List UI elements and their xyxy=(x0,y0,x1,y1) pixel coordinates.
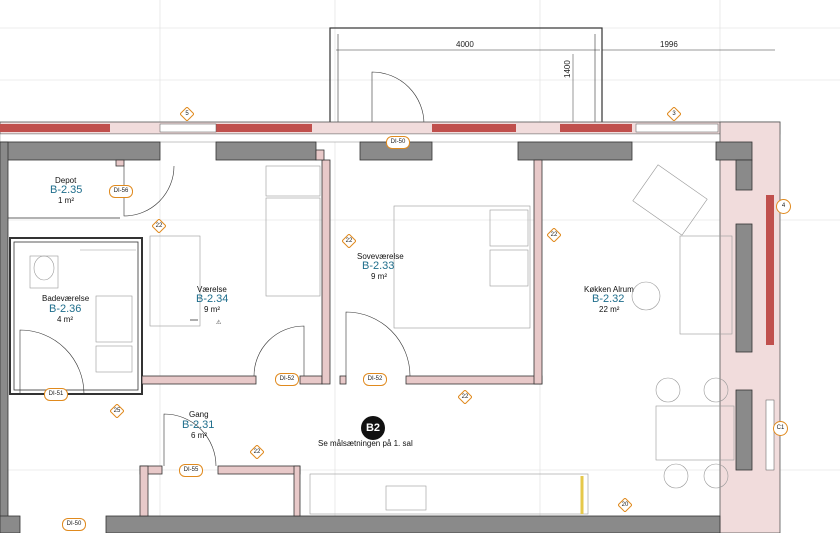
hex-tag: 22 xyxy=(458,390,472,404)
room-area-bedroom: 9 m² xyxy=(371,272,387,281)
circle-tag: C1 xyxy=(773,421,788,436)
door-swings xyxy=(19,165,411,467)
room-code-kitchen: B-2.32 xyxy=(592,293,625,305)
dimension-width-side: 1996 xyxy=(660,40,678,49)
door-tag: DI-52 xyxy=(363,373,387,386)
room-code-bedroom-small: B-2.34 xyxy=(196,293,229,305)
room-code-depot: B-2.35 xyxy=(50,184,83,196)
furniture xyxy=(29,164,735,515)
room-name-hallway: Gang xyxy=(189,410,209,419)
door-tag: DI-50 xyxy=(62,518,86,531)
room-area-hallway: 6 m² xyxy=(191,431,207,440)
room-code-bathroom: B-2.36 xyxy=(49,303,82,315)
hex-tag: 5 xyxy=(180,107,194,121)
hex-tag: 22 xyxy=(250,445,264,459)
room-name-depot: Depot xyxy=(55,176,77,185)
room-code-hallway: B-2.31 xyxy=(182,419,215,431)
hex-tag: 22 xyxy=(342,234,356,248)
room-area-bathroom: 4 m² xyxy=(57,315,73,324)
room-area-bedroom-small: 9 m² xyxy=(204,305,220,314)
dimension-width-main: 4000 xyxy=(456,40,474,49)
hex-tag: 20 xyxy=(618,498,632,512)
hex-tag: 22 xyxy=(547,228,561,242)
room-area-kitchen: 22 m² xyxy=(599,305,620,314)
room-name-bedroom-small: Værelse xyxy=(197,285,227,294)
door-tag: DI-51 xyxy=(44,388,68,401)
door-tag: DI-50 xyxy=(386,136,410,149)
section-marker-note: Se målsætningen på 1. sal xyxy=(318,439,413,448)
hex-tag: 22 xyxy=(152,219,166,233)
outer-walls xyxy=(0,141,753,533)
interior-walls xyxy=(8,149,543,517)
top-wall xyxy=(0,121,781,533)
room-name-kitchen: Køkken Alrum xyxy=(584,285,634,294)
door-tag: DI-55 xyxy=(179,464,203,477)
circle-tag: 4 xyxy=(776,199,791,214)
hex-tag: 3 xyxy=(667,107,681,121)
room-name-bedroom: Soveværelse xyxy=(357,252,404,261)
room-area-depot: 1 m² xyxy=(58,196,74,205)
door-tag: DI-56 xyxy=(109,185,133,198)
dimension-depth: 1400 xyxy=(563,60,572,78)
room-name-bathroom: Badeværelse xyxy=(42,294,90,303)
hex-tag: 25 xyxy=(110,404,124,418)
section-marker: B2 xyxy=(361,416,385,440)
balcony xyxy=(329,27,775,125)
door-tag: DI-52 xyxy=(275,373,299,386)
warning-marker: ⚠ xyxy=(216,319,222,326)
room-code-bedroom: B-2.33 xyxy=(362,260,395,272)
